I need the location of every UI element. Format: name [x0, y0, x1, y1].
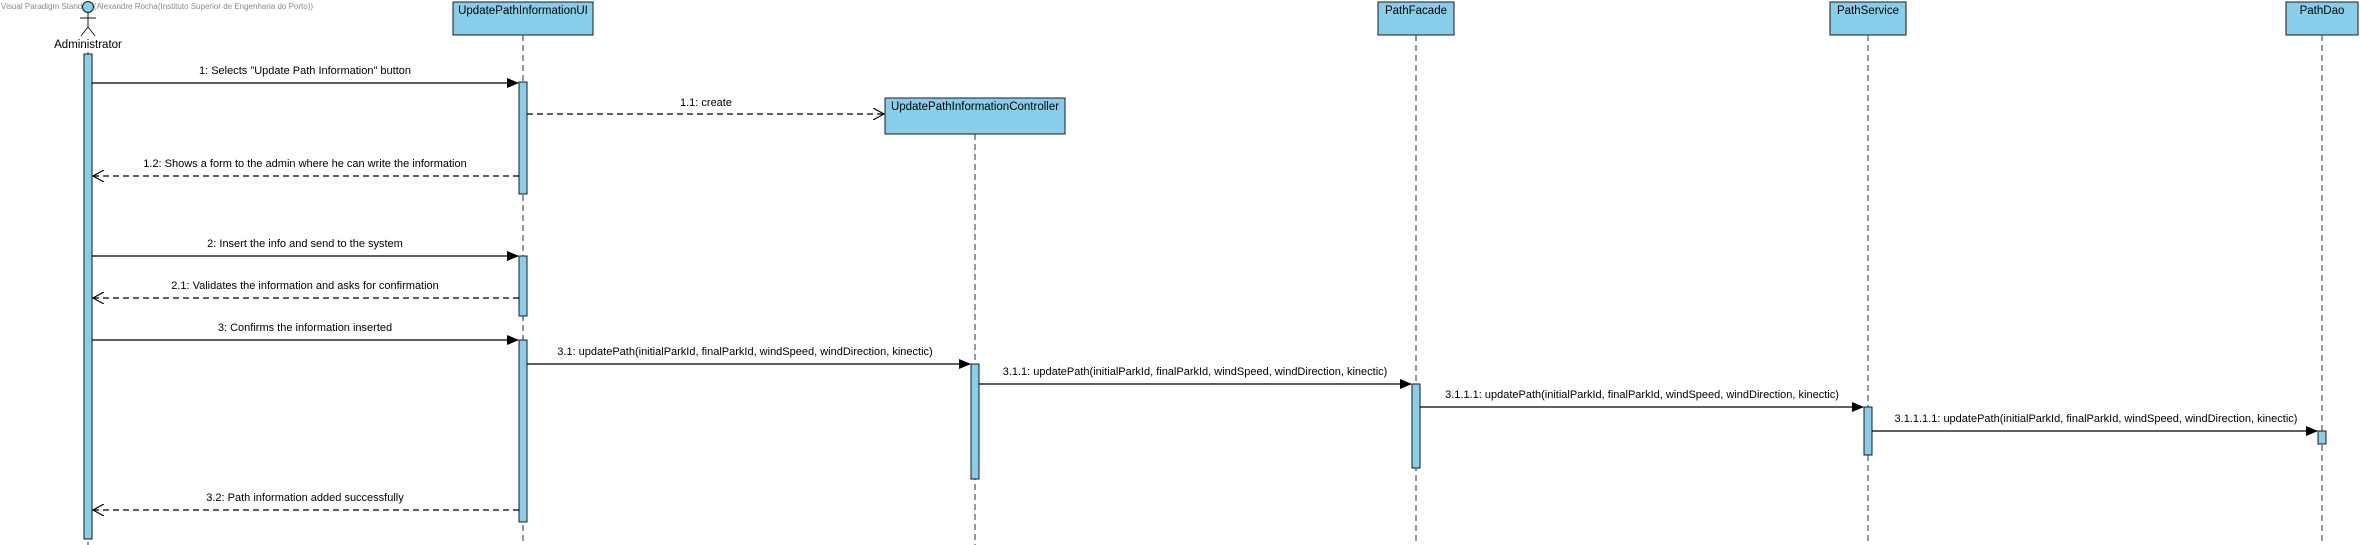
message-label: 3.1.1: updatePath(initialParkId, finalPa…	[1003, 366, 1388, 378]
message-label: 3.1: updatePath(initialParkId, finalPark…	[557, 346, 932, 358]
message-2-1-return[interactable]: 2.1: Validates the information and asks …	[93, 280, 519, 298]
lifeline-box-facade[interactable]: PathFacade	[1377, 1, 1455, 36]
activation-ui-1	[518, 81, 528, 195]
message-1-2-return[interactable]: 1.2: Shows a form to the admin where he …	[93, 158, 519, 176]
lifeline-box-controller[interactable]: UpdatePathInformationController	[884, 97, 1066, 135]
message-label: 1.2: Shows a form to the admin where he …	[143, 158, 466, 170]
activation-controller	[970, 363, 980, 480]
lifeline-box-service[interactable]: PathService	[1829, 1, 1907, 36]
message-label: 3: Confirms the information inserted	[218, 322, 392, 334]
activation-dao	[2317, 430, 2327, 445]
lifeline-name-controller: UpdatePathInformationController	[891, 101, 1059, 113]
message-label: 2.1: Validates the information and asks …	[171, 280, 439, 292]
lifeline-box-dao[interactable]: PathDao	[2285, 1, 2359, 36]
lifeline-name-service: PathService	[1837, 5, 1899, 17]
activation-administrator	[83, 53, 93, 540]
lifeline-name-dao: PathDao	[2300, 5, 2345, 17]
message-3-1[interactable]: 3.1: updatePath(initialParkId, finalPark…	[527, 346, 971, 369]
actor-name: Administrator	[54, 39, 122, 51]
activation-service	[1863, 406, 1873, 456]
message-3-1-1[interactable]: 3.1.1: updatePath(initialParkId, finalPa…	[979, 366, 1412, 389]
message-label: 2: Insert the info and send to the syste…	[207, 238, 403, 250]
message-label: 3.1.1.1: updatePath(initialParkId, final…	[1445, 389, 1839, 401]
lifeline-box-ui[interactable]: UpdatePathInformationUI	[452, 1, 594, 36]
message-2[interactable]: 2: Insert the info and send to the syste…	[92, 238, 519, 261]
message-label: 3.2: Path information added successfully	[206, 492, 404, 504]
activation-facade	[1411, 383, 1421, 469]
watermark-text: Visual Paradigm Standard(Alexandre Rocha…	[1, 2, 313, 11]
lifeline-name-ui: UpdatePathInformationUI	[458, 5, 588, 17]
message-label: 3.1.1.1.1: updatePath(initialParkId, fin…	[1895, 413, 2298, 425]
lifeline-name-facade: PathFacade	[1385, 5, 1447, 17]
message-1-1-create[interactable]: 1.1: create	[527, 97, 884, 114]
message-3[interactable]: 3: Confirms the information inserted	[92, 322, 519, 345]
message-3-1-1-1-1[interactable]: 3.1.1.1.1: updatePath(initialParkId, fin…	[1872, 413, 2318, 436]
message-label: 1.1: create	[680, 97, 732, 109]
activation-ui-3	[518, 339, 528, 523]
message-3-2-return[interactable]: 3.2: Path information added successfully	[93, 492, 519, 510]
message-3-1-1-1[interactable]: 3.1.1.1: updatePath(initialParkId, final…	[1420, 389, 1864, 412]
actor-administrator[interactable]: Administrator	[54, 1, 122, 52]
actor-head-icon	[82, 1, 94, 13]
message-1[interactable]: 1: Selects "Update Path Information" but…	[92, 65, 519, 88]
message-label: 1: Selects "Update Path Information" but…	[199, 65, 411, 77]
activation-ui-2	[518, 255, 528, 317]
